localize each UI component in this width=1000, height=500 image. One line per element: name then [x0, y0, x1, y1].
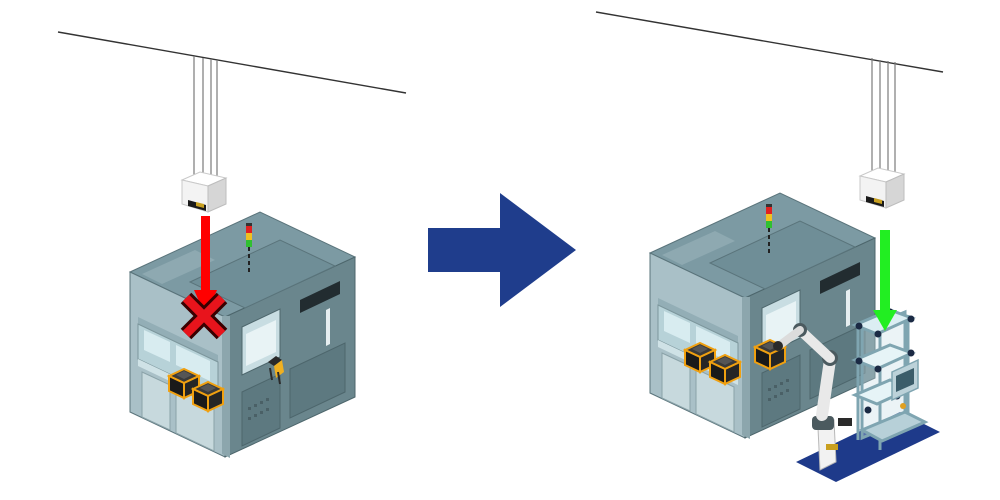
oht-hoist — [181, 171, 227, 213]
panel-before — [57, 31, 407, 459]
robot-arm — [773, 323, 852, 471]
drop-arrow-allowed — [873, 230, 897, 331]
hoist-cables — [871, 58, 896, 174]
oht-hoist — [859, 167, 905, 209]
control-panel — [891, 358, 919, 409]
cross-icon — [180, 292, 228, 340]
ceiling-rail — [595, 11, 944, 73]
panel-after — [595, 11, 944, 482]
ceiling-rail — [57, 31, 407, 94]
load-port-pod-2 — [192, 381, 224, 412]
load-port-pod-2 — [709, 354, 741, 385]
drop-arrow-blocked — [194, 216, 217, 316]
right-arrow-icon — [428, 193, 576, 307]
hoist-cables — [193, 56, 218, 182]
process-tool — [649, 192, 876, 440]
process-tool — [129, 211, 356, 459]
